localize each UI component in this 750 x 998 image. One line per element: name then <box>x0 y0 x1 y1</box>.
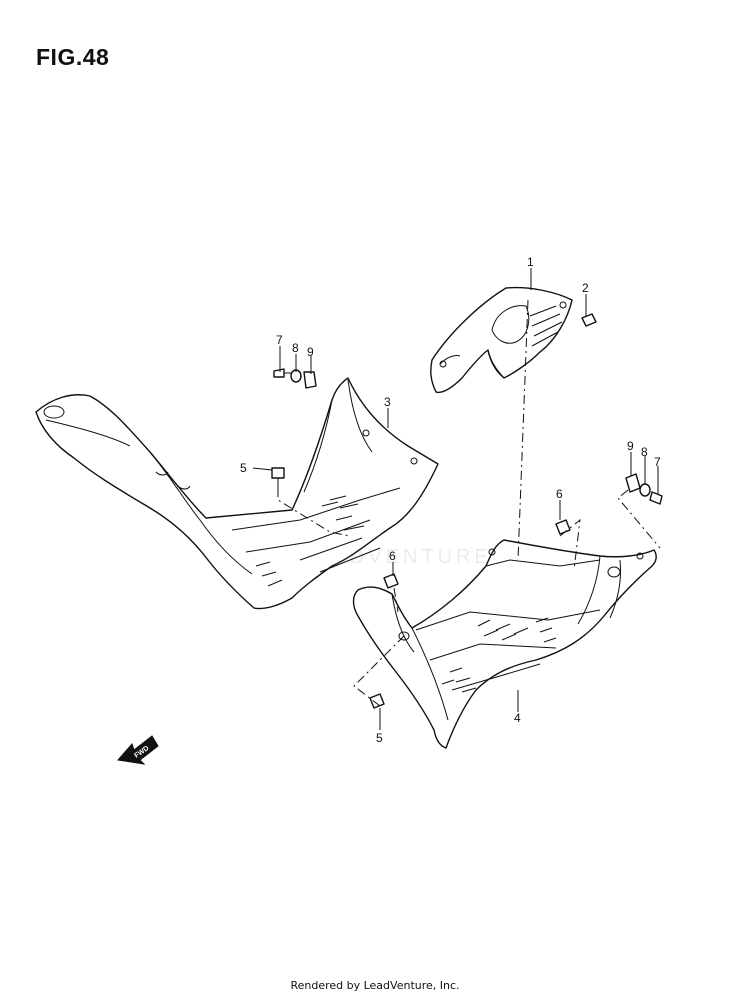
callout-6-right: 6 <box>556 487 563 501</box>
callout-8-left: 8 <box>292 341 299 355</box>
part-3-left-footrest <box>35 377 439 610</box>
fwd-arrow-icon: FWD <box>117 735 159 765</box>
callout-4: 4 <box>514 711 521 725</box>
leader-lines <box>252 268 659 730</box>
callout-2: 2 <box>582 281 589 295</box>
callout-5-bottom: 5 <box>376 731 383 745</box>
figure-title: FIG.48 <box>36 44 110 70</box>
callout-9-right: 9 <box>627 439 634 453</box>
footer-credit: Rendered by LeadVenture, Inc. <box>290 979 460 992</box>
callout-5-left: 5 <box>240 461 247 475</box>
callout-3: 3 <box>384 395 391 409</box>
callout-numbers: 1 2 7 8 9 3 5 6 6 4 5 9 8 7 <box>240 255 661 745</box>
callout-7-left: 7 <box>276 333 283 347</box>
callout-6-center: 6 <box>389 549 396 563</box>
part-4-right-footrest <box>352 539 657 749</box>
callout-7-right: 7 <box>654 455 661 469</box>
callout-1: 1 <box>527 255 534 269</box>
callout-8-right: 8 <box>641 445 648 459</box>
assembly-lines <box>277 299 661 707</box>
part-1-cover <box>430 286 573 394</box>
callout-9-left: 9 <box>307 345 314 359</box>
